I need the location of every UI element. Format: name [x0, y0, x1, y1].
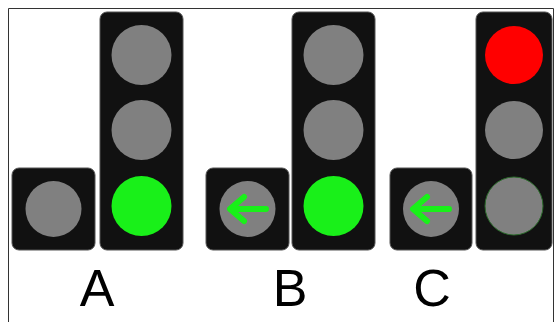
- green-left-arrow: [413, 197, 449, 221]
- group-letter: B: [273, 262, 308, 314]
- main-signal-housing: [292, 12, 375, 250]
- arrow-lamp: [403, 181, 459, 237]
- main-signal-housing: [100, 12, 183, 250]
- signal-group-c: [390, 12, 552, 250]
- red-lamp: [485, 26, 543, 84]
- main-signal-housing: [476, 12, 552, 250]
- unlit-lamp: [485, 177, 543, 235]
- unlit-lamp: [304, 25, 364, 85]
- signal-group-a: [12, 12, 183, 250]
- group-letter: A: [80, 262, 115, 314]
- green-lamp: [112, 176, 172, 236]
- turn-signal-housing: [12, 168, 95, 250]
- group-letter: C: [413, 262, 451, 314]
- unlit-lamp: [304, 100, 364, 160]
- green-left-arrow: [230, 197, 266, 221]
- unlit-lamp: [26, 181, 82, 237]
- signal-group-b: [206, 12, 375, 250]
- turn-signal-housing: [206, 168, 289, 250]
- green-lamp: [304, 176, 364, 236]
- image-frame: [9, 9, 554, 322]
- unlit-lamp: [485, 101, 543, 159]
- unlit-lamp: [112, 100, 172, 160]
- unlit-lamp: [112, 25, 172, 85]
- arrow-lamp: [220, 181, 276, 237]
- turn-signal-housing: [390, 168, 472, 250]
